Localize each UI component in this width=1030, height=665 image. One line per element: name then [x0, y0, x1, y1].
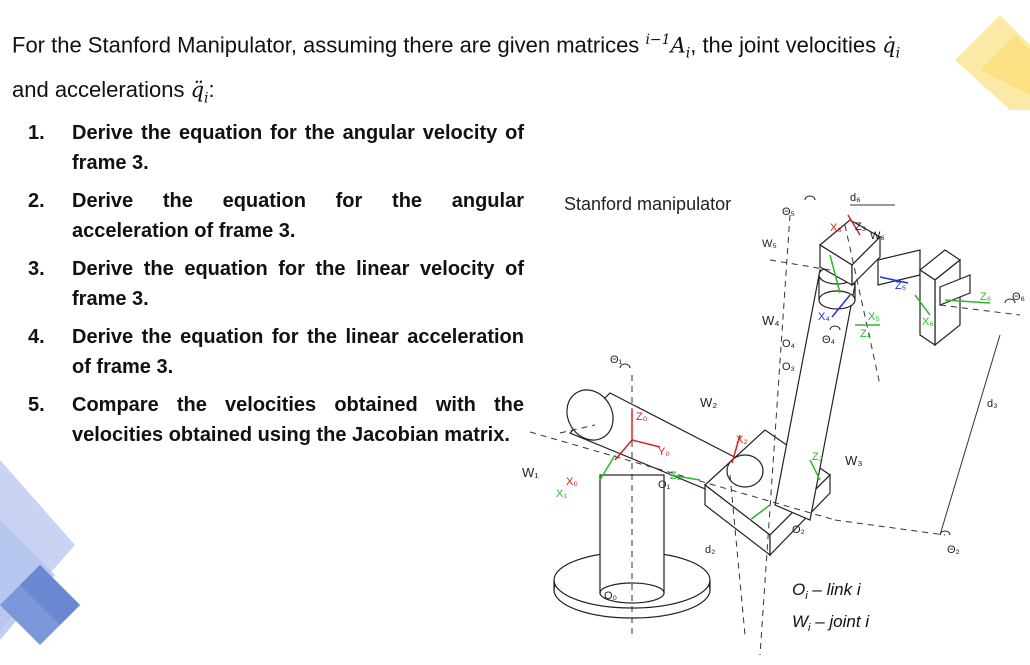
label-X1: X₁: [556, 488, 567, 500]
task-item: 1. Derive the equation for the angular ve…: [28, 118, 524, 178]
task-text: Derive the equation for the linear veloc…: [72, 258, 524, 310]
label-W6: W₆: [870, 230, 885, 242]
label-Z2: Z₂: [812, 451, 823, 463]
acceleration-symbol: q̈: [190, 77, 205, 102]
task-text: Derive the equation for the linear accel…: [72, 326, 524, 378]
velocity-symbol: q̇: [882, 33, 896, 58]
task-number: 5.: [28, 394, 45, 416]
diagram-title: Stanford manipulator: [564, 194, 731, 214]
task-text: Compare the velocities obtained with the…: [72, 394, 524, 446]
label-X4: X₄: [818, 311, 830, 323]
label-theta1: Θ₁: [610, 354, 623, 366]
label-Z3: Z₃: [855, 221, 866, 233]
label-d6: d₆: [850, 192, 861, 204]
label-O4: O₄: [782, 338, 796, 350]
label-d3: d₃: [987, 398, 998, 410]
legend-link: Oi – link i: [792, 580, 862, 602]
label-W4: W₄: [762, 313, 780, 328]
label-W1: W₁: [522, 465, 539, 480]
task-number: 3.: [28, 258, 45, 280]
label-O0: O₀: [604, 590, 617, 602]
task-list: 1. Derive the equation for the angular ve…: [28, 118, 524, 458]
label-theta5: Θ₅: [782, 206, 795, 218]
label-Z0: Z₀: [636, 411, 647, 423]
decor-bottom-left: [0, 460, 80, 645]
velocity-subscript: i: [895, 45, 901, 62]
intro-paragraph: For the Stanford Manipulator, assuming t…: [12, 22, 1017, 116]
intro-colon: :: [208, 76, 215, 102]
label-X2: X₂: [736, 434, 748, 446]
task-number: 4.: [28, 326, 45, 348]
label-X0: X₀: [566, 476, 578, 488]
label-Z1: Z₁: [670, 470, 681, 482]
task-item: 2. Derive the equation for the angular ac…: [28, 186, 524, 246]
acceleration-subscript: i: [204, 90, 209, 107]
task-text: Derive the equation for the angular acce…: [72, 190, 524, 242]
label-Z6: Z₆: [980, 291, 991, 303]
matrix-superscript: i−1: [645, 32, 671, 48]
decor-top-right: [955, 15, 1030, 110]
label-W3: W₃: [845, 453, 863, 468]
task-number: 1.: [28, 122, 45, 144]
task-text: Derive the equation for the angular velo…: [72, 122, 524, 174]
label-X6: X₆: [922, 316, 934, 328]
label-theta6: Θ₆: [1012, 291, 1025, 303]
legend-joint: Wi – joint i: [792, 612, 870, 634]
label-Z4: Z₄: [860, 328, 872, 340]
label-O3: O₃: [782, 361, 795, 373]
task-item: 3. Derive the equation for the linear vel…: [28, 254, 524, 314]
intro-text-line2: and accelerations: [12, 76, 191, 102]
label-theta4: Θ₄: [822, 334, 836, 346]
intro-text: For the Stanford Manipulator, assuming t…: [12, 32, 646, 58]
label-O1: O₁: [658, 479, 671, 491]
task-item: 4. Derive the equation for the linear acc…: [28, 322, 524, 382]
label-d2: d₂: [705, 544, 715, 556]
label-O2: O₂: [792, 524, 805, 536]
label-W5: W₅: [762, 238, 777, 250]
matrix-symbol: A: [670, 33, 686, 58]
label-X5: X₅: [868, 311, 880, 323]
stanford-manipulator-diagram: Stanford manipulator W₁ W₂ W₃ W₄ W₅ W₆ O…: [522, 192, 1025, 656]
label-Z5: Z₅: [895, 280, 906, 292]
intro-text-mid: , the joint velocities: [690, 32, 883, 58]
matrix-subscript: i: [685, 45, 691, 62]
label-X3: X₃: [830, 222, 842, 234]
task-number: 2.: [28, 190, 45, 212]
label-Y0: Y₀: [658, 446, 670, 458]
label-W2: W₂: [700, 395, 717, 410]
task-item: 5. Compare the velocities obtained with t…: [28, 390, 524, 450]
label-theta2: Θ₂: [947, 544, 960, 556]
